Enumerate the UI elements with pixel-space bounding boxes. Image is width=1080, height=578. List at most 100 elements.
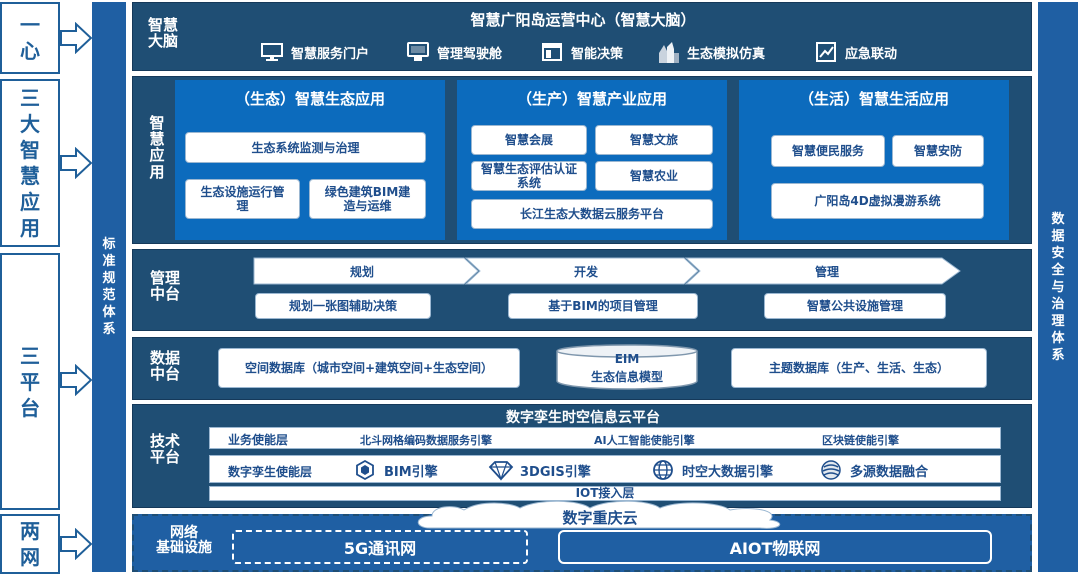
cloud-icon — [417, 500, 781, 529]
globe-icon — [653, 460, 673, 480]
brain-item-label: 应急联动 — [845, 46, 898, 62]
rail-char: 系 — [1051, 347, 1065, 363]
twin-layer-label: 数字孪生使能层 — [228, 465, 313, 479]
rail-char: 范 — [102, 288, 116, 303]
public-facility-button[interactable]: 智慧公共设施管理 — [764, 293, 946, 319]
rail-char: 标 — [102, 237, 116, 252]
brain-label: 智慧 大脑 — [147, 16, 178, 51]
tech-platform-label: 技术 平台 — [149, 432, 180, 467]
display-icon — [405, 41, 431, 63]
virtual-tour-button[interactable]: 广阳岛4D虚拟漫游系统 — [771, 183, 984, 219]
tier-char: 网 — [20, 545, 40, 569]
beidou-engine[interactable]: 北斗网格编码数据服务引擎 — [360, 434, 492, 447]
flow-step-management: 管理 — [814, 264, 839, 279]
ecology-facility-button[interactable]: 生态设施运行管理 — [185, 179, 300, 219]
convenience-service-button[interactable]: 智慧便民服务 — [771, 135, 885, 167]
tier-char: 平 — [20, 369, 40, 394]
standards-rail: 标准规范体系 — [92, 2, 126, 572]
rail-char: 体 — [102, 305, 116, 320]
tier-char: 慧 — [20, 164, 40, 188]
arrow-icon — [60, 364, 92, 396]
twin-enablement-layer: 数字孪生使能层 BIM引擎 3DGIS引擎 时空大数据引擎 多源数据融合 — [209, 455, 1001, 483]
rail-char: 数 — [1051, 211, 1065, 227]
tier-char: 智 — [20, 138, 40, 162]
network-label: 网络 基础设施 — [156, 525, 212, 557]
rail-char: 理 — [1051, 313, 1065, 329]
life-app-title: （生活）智慧生活应用 — [798, 90, 949, 108]
apps-label: 智 慧 应 用 — [149, 114, 165, 181]
rail-char: 与 — [1051, 279, 1065, 295]
tier-char: 应 — [20, 190, 40, 214]
brain-item-decision[interactable]: 智能决策 — [539, 41, 623, 63]
tier-char: 两 — [20, 519, 40, 543]
smart-tourism-button[interactable]: 智慧文旅 — [595, 125, 713, 155]
data-security-rail: 数据安全与治理体系 — [1038, 2, 1078, 572]
iot-access-layer: IOT接入层 — [209, 486, 1001, 501]
rail-char: 据 — [1051, 228, 1065, 244]
bim-project-button[interactable]: 基于BIM的项目管理 — [508, 293, 698, 319]
brain-item-label: 生态模拟仿真 — [687, 46, 766, 62]
spatiotemporal-engine[interactable]: 时空大数据引擎 — [650, 459, 773, 481]
window-icon — [539, 41, 565, 63]
business-layer-label: 业务使能层 — [228, 433, 289, 447]
planning-map-button[interactable]: 规划一张图辅助决策 — [255, 293, 431, 319]
brain-item-label: 智能决策 — [571, 46, 624, 62]
brain-item-label: 管理驾驶舱 — [437, 46, 503, 62]
layers-icon — [821, 460, 841, 480]
business-enablement-layer: 业务使能层 北斗网格编码数据服务引擎 AI人工智能使能引擎 区块链使能引擎 — [209, 427, 1001, 449]
aiot-network-box[interactable]: AIOT物联网 — [558, 530, 992, 564]
brain-item-portal[interactable]: 智慧服务门户 — [259, 41, 369, 63]
chart-doc-icon — [813, 41, 839, 63]
topic-database-box[interactable]: 主题数据库（生产、生活、生态） — [731, 348, 987, 388]
flow-step-planning: 规划 — [349, 264, 374, 279]
gis-engine[interactable]: 3DGIS引擎 — [488, 459, 591, 481]
brain-item-emergency[interactable]: 应急联动 — [813, 41, 897, 63]
smart-exhibition-button[interactable]: 智慧会展 — [471, 125, 587, 155]
brain-item-label: 智慧服务门户 — [291, 46, 370, 62]
spatial-database-box[interactable]: 空间数据库（城市空间+建筑空间+生态空间） — [218, 348, 520, 388]
yangtze-bigdata-button[interactable]: 长江生态大数据云服务平台 — [471, 199, 713, 229]
brain-title: 智慧广阳岛运营中心（智慧大脑） — [470, 11, 696, 29]
arrow-icon — [60, 22, 92, 54]
tier-char: 台 — [20, 395, 40, 420]
industry-app-group: （生产）智慧产业应用 智慧会展 智慧文旅 智慧生态评估认证系统 智慧农业 长江生… — [457, 80, 727, 240]
tier-three-platforms: 三平台 — [0, 253, 60, 510]
tier-three-apps: 三大智慧应用 — [0, 79, 60, 247]
database-cylinder-icon — [556, 344, 698, 390]
blockchain-engine[interactable]: 区块链使能引擎 — [822, 434, 899, 447]
ai-engine[interactable]: AI人工智能使能引擎 — [594, 434, 695, 447]
life-app-group: （生活）智慧生活应用 智慧便民服务 智慧安防 广阳岛4D虚拟漫游系统 — [739, 80, 1009, 240]
smart-security-button[interactable]: 智慧安防 — [892, 135, 984, 167]
eim-subtitle: 生态信息模型 — [590, 370, 663, 384]
brain-item-cockpit[interactable]: 管理驾驶舱 — [405, 41, 502, 63]
management-label: 管理 中台 — [149, 269, 180, 304]
data-platform-label: 数据 中台 — [149, 349, 180, 384]
twin-cloud-title: 数字孪生时空信息云平台 — [506, 410, 660, 426]
rail-char: 安 — [1051, 245, 1065, 261]
green-building-bim-button[interactable]: 绿色建筑BIM建造与运维 — [309, 179, 426, 219]
5g-network-box[interactable]: 5G通讯网 — [232, 530, 528, 564]
multi-source-fusion[interactable]: 多源数据融合 — [818, 459, 928, 481]
bim-engine[interactable]: BIM引擎 — [352, 459, 438, 481]
rail-char: 治 — [1051, 296, 1065, 312]
smart-agriculture-button[interactable]: 智慧农业 — [595, 161, 713, 191]
ecology-monitoring-button[interactable]: 生态系统监测与治理 — [185, 132, 426, 163]
ecology-app-title: （生态）智慧生态应用 — [234, 90, 385, 108]
tier-char: 用 — [20, 216, 40, 240]
brain-panel: 智慧 大脑 智慧广阳岛运营中心（智慧大脑） 智慧服务门户 管理驾驶舱 智能决策 … — [132, 2, 1032, 71]
tier-char: 大 — [20, 112, 40, 136]
digital-chongqing-cloud: 数字重庆云 — [562, 509, 638, 527]
tier-char: 心 — [20, 39, 40, 63]
rail-char: 准 — [102, 254, 116, 269]
tier-char: 一 — [20, 13, 40, 37]
eco-assessment-button[interactable]: 智慧生态评估认证系统 — [471, 161, 587, 191]
rail-char: 系 — [102, 322, 116, 337]
ecology-app-group: （生态）智慧生态应用 生态系统监测与治理 生态设施运行管理 绿色建筑BIM建造与… — [175, 80, 445, 240]
tier-char: 三 — [20, 86, 40, 110]
arrow-icon — [60, 528, 92, 560]
diamond-icon — [488, 461, 514, 481]
arrow-icon — [60, 147, 92, 179]
apps-panel: 智 慧 应 用 （生态）智慧生态应用 生态系统监测与治理 生态设施运行管理 绿色… — [132, 76, 1032, 244]
process-flow-band — [253, 257, 961, 285]
brain-item-simulation[interactable]: 生态模拟仿真 — [655, 41, 765, 63]
